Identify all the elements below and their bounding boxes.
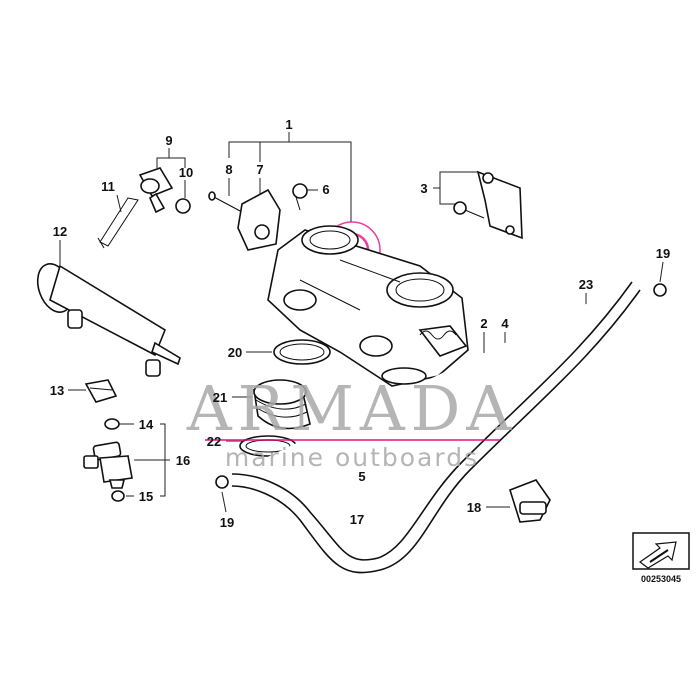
clamp-20 (273, 339, 331, 365)
direction-arrow-icon (638, 541, 677, 569)
callout-19-top: 19 (656, 246, 670, 261)
screw-6 (292, 183, 308, 211)
throttle-sensor (237, 188, 281, 251)
callout-18: 18 (467, 500, 481, 515)
callout-labels: 1 7 8 9 10 11 12 6 3 19 23 2 4 20 21 22 … (50, 117, 670, 530)
hose-clamp-19-top (653, 283, 667, 297)
callout-7: 7 (256, 162, 263, 177)
callout-23: 23 (579, 277, 593, 292)
pressure-regulator (138, 167, 174, 214)
callout-11: 11 (101, 179, 115, 194)
callout-16: 16 (176, 453, 190, 468)
callout-2: 2 (480, 316, 487, 331)
callout-9: 9 (165, 133, 172, 148)
o-ring-14 (104, 418, 120, 430)
callout-17: 17 (350, 512, 364, 527)
callout-10: 10 (179, 165, 193, 180)
callout-1: 1 (285, 117, 292, 132)
injector-16 (83, 441, 133, 489)
clip-13 (84, 379, 118, 403)
o-ring-10 (175, 198, 191, 214)
o-ring-15 (111, 490, 125, 502)
callout-15: 15 (139, 489, 153, 504)
fuel-rail (36, 263, 181, 377)
callout-14: 14 (139, 417, 154, 432)
callout-8: 8 (225, 162, 232, 177)
callout-3: 3 (420, 181, 427, 196)
callout-21: 21 (213, 390, 227, 405)
callout-13: 13 (50, 383, 64, 398)
intake-boot-21 (253, 379, 311, 430)
watermark-tagline: marine outboards (225, 443, 479, 472)
watermark-brand: ARMADA (186, 372, 517, 445)
callout-4: 4 (501, 316, 509, 331)
hose-17 (231, 281, 641, 574)
clip-11 (97, 197, 139, 249)
callout-22: 22 (207, 434, 221, 449)
clip-18 (509, 479, 551, 523)
callout-19-bottom: 19 (220, 515, 234, 530)
doc-badge: 00253045 (632, 532, 690, 584)
hose-clamp-19-bottom (215, 475, 229, 489)
leader-lines (59, 132, 664, 546)
throttle-body (267, 225, 469, 387)
bracket-3 (476, 170, 523, 240)
bolt-3 (453, 201, 485, 219)
callout-20: 20 (228, 345, 242, 360)
callout-12: 12 (53, 224, 67, 239)
screw-8 (208, 191, 243, 213)
doc-number: 00253045 (641, 574, 681, 584)
callout-6: 6 (322, 182, 329, 197)
callout-5: 5 (358, 469, 365, 484)
